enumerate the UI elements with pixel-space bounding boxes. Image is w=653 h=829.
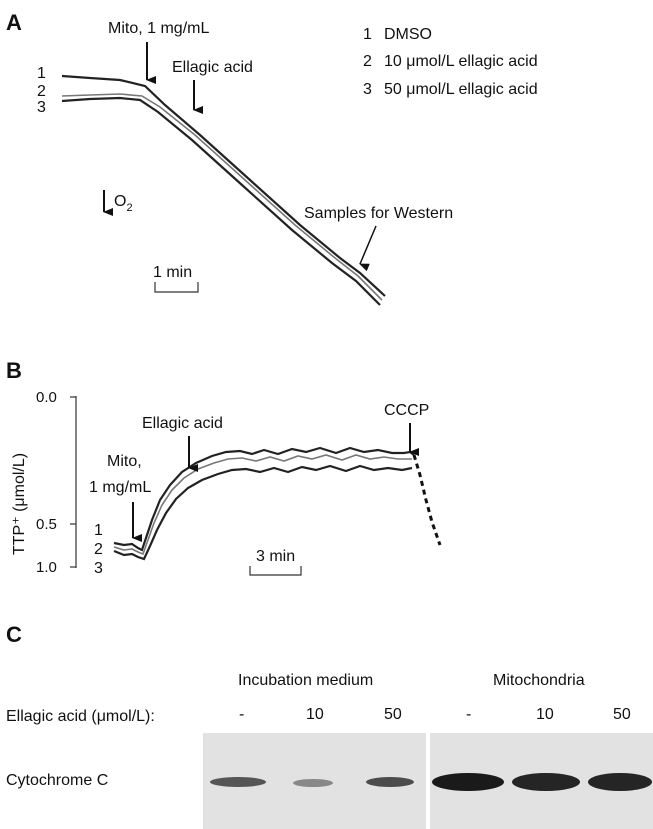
panel-a-trace-label-1: 1 (37, 65, 46, 82)
panel-b-letter: B (6, 358, 22, 383)
panel-b-mito-label-line2: 1 mg/mL (89, 479, 151, 496)
panel-b-ylabel: TTP⁺ (μmol/L) (11, 453, 28, 555)
panel-a-scale-bar (154, 282, 199, 293)
panel-a-legend: 1 DMSO 2 10 μmol/L ellagic acid 3 50 μmo… (363, 26, 538, 98)
panel-b-scale-label: 3 min (256, 548, 295, 565)
panel-a-scale-label: 1 min (153, 264, 192, 281)
panel-a-mito-label: Mito, 1 mg/mL (108, 20, 209, 37)
legend-num-2: 2 (363, 53, 372, 70)
band-lane-6 (588, 773, 652, 791)
panel-b-trace-3 (113, 464, 413, 561)
lane-label-6: 50 (613, 706, 631, 723)
panel-b-mito-label-line1: Mito, (107, 453, 142, 470)
lane-label-2: 10 (306, 706, 324, 723)
panel-a-letter: A (6, 10, 22, 35)
panel-a-samples-label: Samples for Western (304, 205, 453, 222)
panel-b-tick-label-2: 1.0 (36, 559, 57, 576)
blot-bands (210, 773, 652, 791)
panel-b: B 0.0 0.5 1.0 TTP⁺ (μmol/L) 1 2 3 Mito, … (6, 358, 442, 577)
panel-c: C Incubation medium Mitochondria Ellagic… (6, 622, 653, 829)
panel-b-cccp-drop (412, 454, 442, 546)
panel-a-samples-arrow (359, 225, 377, 272)
panel-a-trace-label-3: 3 (37, 99, 46, 116)
panel-a-o2-label: O2 (114, 193, 133, 214)
panel-b-trace-2 (113, 454, 412, 556)
lane-label-4: - (466, 706, 471, 723)
panel-b-trace-label-1: 1 (94, 522, 103, 539)
band-lane-2 (293, 779, 333, 787)
panel-b-scale-bar (249, 566, 302, 576)
panel-c-header-mito: Mitochondria (493, 672, 585, 689)
band-lane-5 (512, 773, 580, 791)
panel-a-ellagic-label: Ellagic acid (172, 59, 253, 76)
band-lane-1 (210, 777, 266, 787)
band-lane-4 (432, 773, 504, 791)
lane-label-5: 10 (536, 706, 554, 723)
panel-a-trace-3 (61, 96, 381, 306)
panel-c-band-label: Cytochrome C (6, 772, 108, 789)
legend-num-3: 3 (363, 81, 372, 98)
panel-a-trace-label-2: 2 (37, 83, 46, 100)
panel-b-tick-label-1: 0.5 (36, 516, 57, 533)
panel-a-trace-1 (61, 74, 386, 297)
panel-b-ellagic-label: Ellagic acid (142, 415, 223, 432)
legend-label-1: DMSO (384, 26, 432, 43)
panel-b-tick-label-0: 0.0 (36, 389, 57, 406)
panel-c-row-label: Ellagic acid (μmol/L): (6, 708, 155, 725)
panel-b-trace-label-3: 3 (94, 560, 103, 577)
panel-b-trace-label-2: 2 (94, 541, 103, 558)
panel-b-trace-1 (113, 446, 415, 552)
lane-label-1: - (239, 706, 244, 723)
lane-label-3: 50 (384, 706, 402, 723)
panel-c-letter: C (6, 622, 22, 647)
legend-label-3: 50 μmol/L ellagic acid (384, 81, 538, 98)
legend-label-2: 10 μmol/L ellagic acid (384, 53, 538, 70)
panel-a-trace-2 (61, 93, 383, 301)
panel-c-header-medium: Incubation medium (238, 672, 373, 689)
legend-num-1: 1 (363, 26, 372, 43)
band-lane-3 (366, 777, 414, 787)
panel-b-cccp-label: CCCP (384, 402, 429, 419)
panel-a: A 1 2 3 Mito, 1 mg/mL Ellagic acid Sampl… (6, 10, 538, 306)
